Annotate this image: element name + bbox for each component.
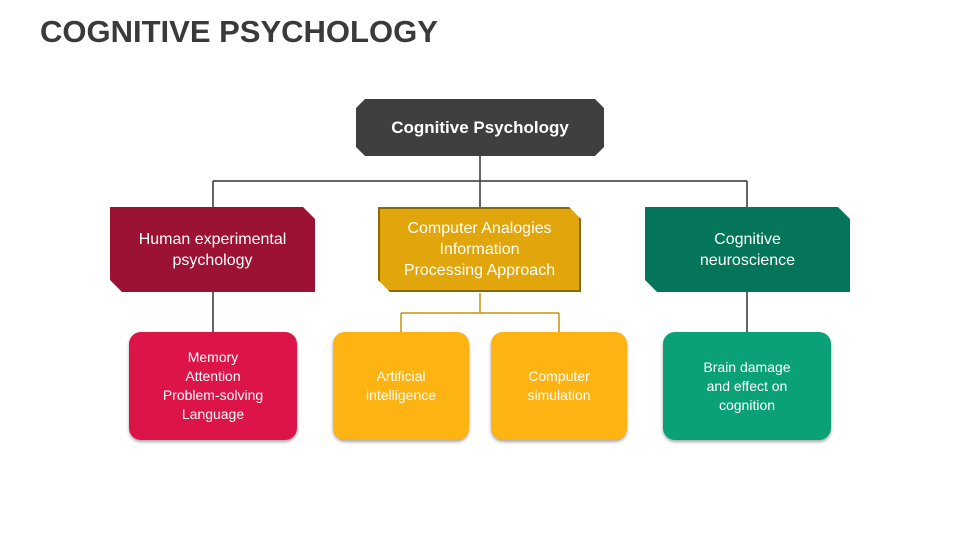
leaf-artificial-intelligence: Artificial intelligence (333, 332, 469, 440)
category-label: Human experimental psychology (138, 230, 287, 269)
leaf-label: Brain damage and effect on cognition (703, 358, 791, 413)
category-computer-analogies: Computer Analogies Information Processin… (378, 207, 581, 292)
root-node-label: Cognitive Psychology (391, 117, 569, 137)
category-label: Cognitive neuroscience (699, 230, 796, 269)
leaf-label: Artificial intelligence (365, 368, 437, 403)
leaf-brain-damage: Brain damage and effect on cognition (663, 332, 831, 440)
category-cognitive-neuroscience: Cognitive neuroscience (645, 207, 850, 292)
leaf-memory-attention: Memory Attention Problem-solving Languag… (129, 332, 297, 440)
leaf-label: Computer simulation (527, 368, 591, 403)
root-node: Cognitive Psychology (356, 99, 604, 156)
category-label: Computer Analogies Information Processin… (403, 220, 556, 279)
slide-title: COGNITIVE PSYCHOLOGY (40, 14, 438, 49)
category-human-experimental-psychology: Human experimental psychology (110, 207, 315, 292)
leaf-computer-simulation: Computer simulation (491, 332, 627, 440)
leaf-label: Memory Attention Problem-solving Languag… (162, 349, 264, 422)
